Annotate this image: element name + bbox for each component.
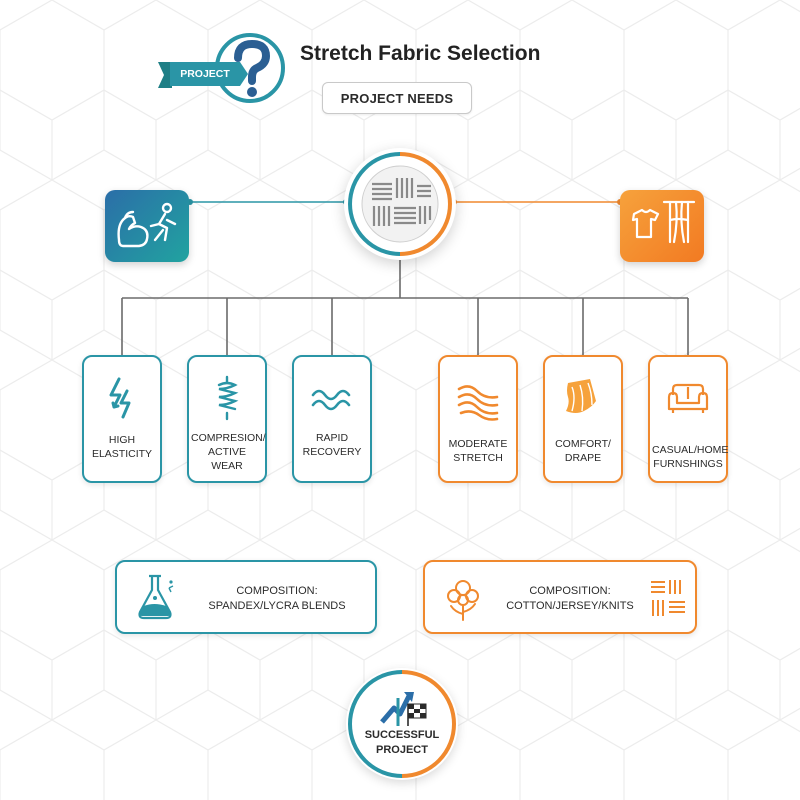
card-compression-active-wear: COMPRESION/ ACTIVE WEAR — [187, 355, 267, 483]
fabric-weave-icon — [348, 152, 452, 256]
lightning-icon — [109, 377, 131, 419]
composition-cotton-box: COMPOSITION: COTTON/JERSEY/KNITS — [423, 560, 697, 634]
flask-icon — [138, 574, 174, 620]
home-category-tile — [620, 190, 704, 262]
home-textile-icon — [631, 200, 696, 244]
athlete-muscle-icon — [117, 202, 177, 248]
draped-cloth-icon — [566, 379, 596, 413]
arrow-checkered-flag-icon — [348, 670, 456, 778]
spring-coil-icon — [217, 375, 239, 421]
flowing-fabric-icon — [457, 385, 499, 421]
composition-spandex-box: COMPOSITION: SPANDEX/LYCRA BLENDS — [115, 560, 377, 634]
card-casual-home-furnishings: CASUAL/HOME FURNSHINGS — [648, 355, 728, 483]
page-title: Stretch Fabric Selection — [300, 42, 541, 65]
wave-icon — [311, 389, 351, 411]
project-question-badge: PROJECT — [150, 30, 290, 110]
active-category-tile — [105, 190, 189, 262]
card-moderate-stretch: MODERATE STRETCH — [438, 355, 518, 483]
card-label: CASUAL/HOME FURNSHINGS — [652, 444, 729, 470]
composition-label: COMPOSITION: COTTON/JERSEY/KNITS — [506, 585, 634, 612]
project-needs-button[interactable]: PROJECT NEEDS — [322, 82, 472, 114]
card-label: RAPID RECOVERY — [302, 432, 362, 458]
card-label: MODERATE STRETCH — [448, 438, 508, 464]
card-label: HIGH ELASTICITY — [91, 434, 153, 460]
project-badge-label: PROJECT — [180, 68, 230, 80]
card-label: COMFORT/ DRAPE — [555, 438, 611, 464]
cotton-flower-icon — [447, 580, 479, 621]
sofa-icon — [667, 383, 709, 413]
card-comfort-drape: COMFORT/ DRAPE — [543, 355, 623, 483]
woven-knit-icon — [651, 580, 685, 616]
card-rapid-recovery: RAPID RECOVERY — [292, 355, 372, 483]
card-high-elasticity: HIGH ELASTICITY — [82, 355, 162, 483]
fabric-weave-hub — [344, 148, 456, 260]
outcome-label: SUCCESSFUL PROJECT — [364, 729, 440, 756]
card-label: COMPRESION/ ACTIVE WEAR — [191, 432, 266, 472]
composition-label: COMPOSITION: SPANDEX/LYCRA BLENDS — [208, 585, 346, 612]
question-mark-icon — [158, 33, 285, 103]
successful-project-node: SUCCESSFUL PROJECT — [346, 668, 458, 780]
